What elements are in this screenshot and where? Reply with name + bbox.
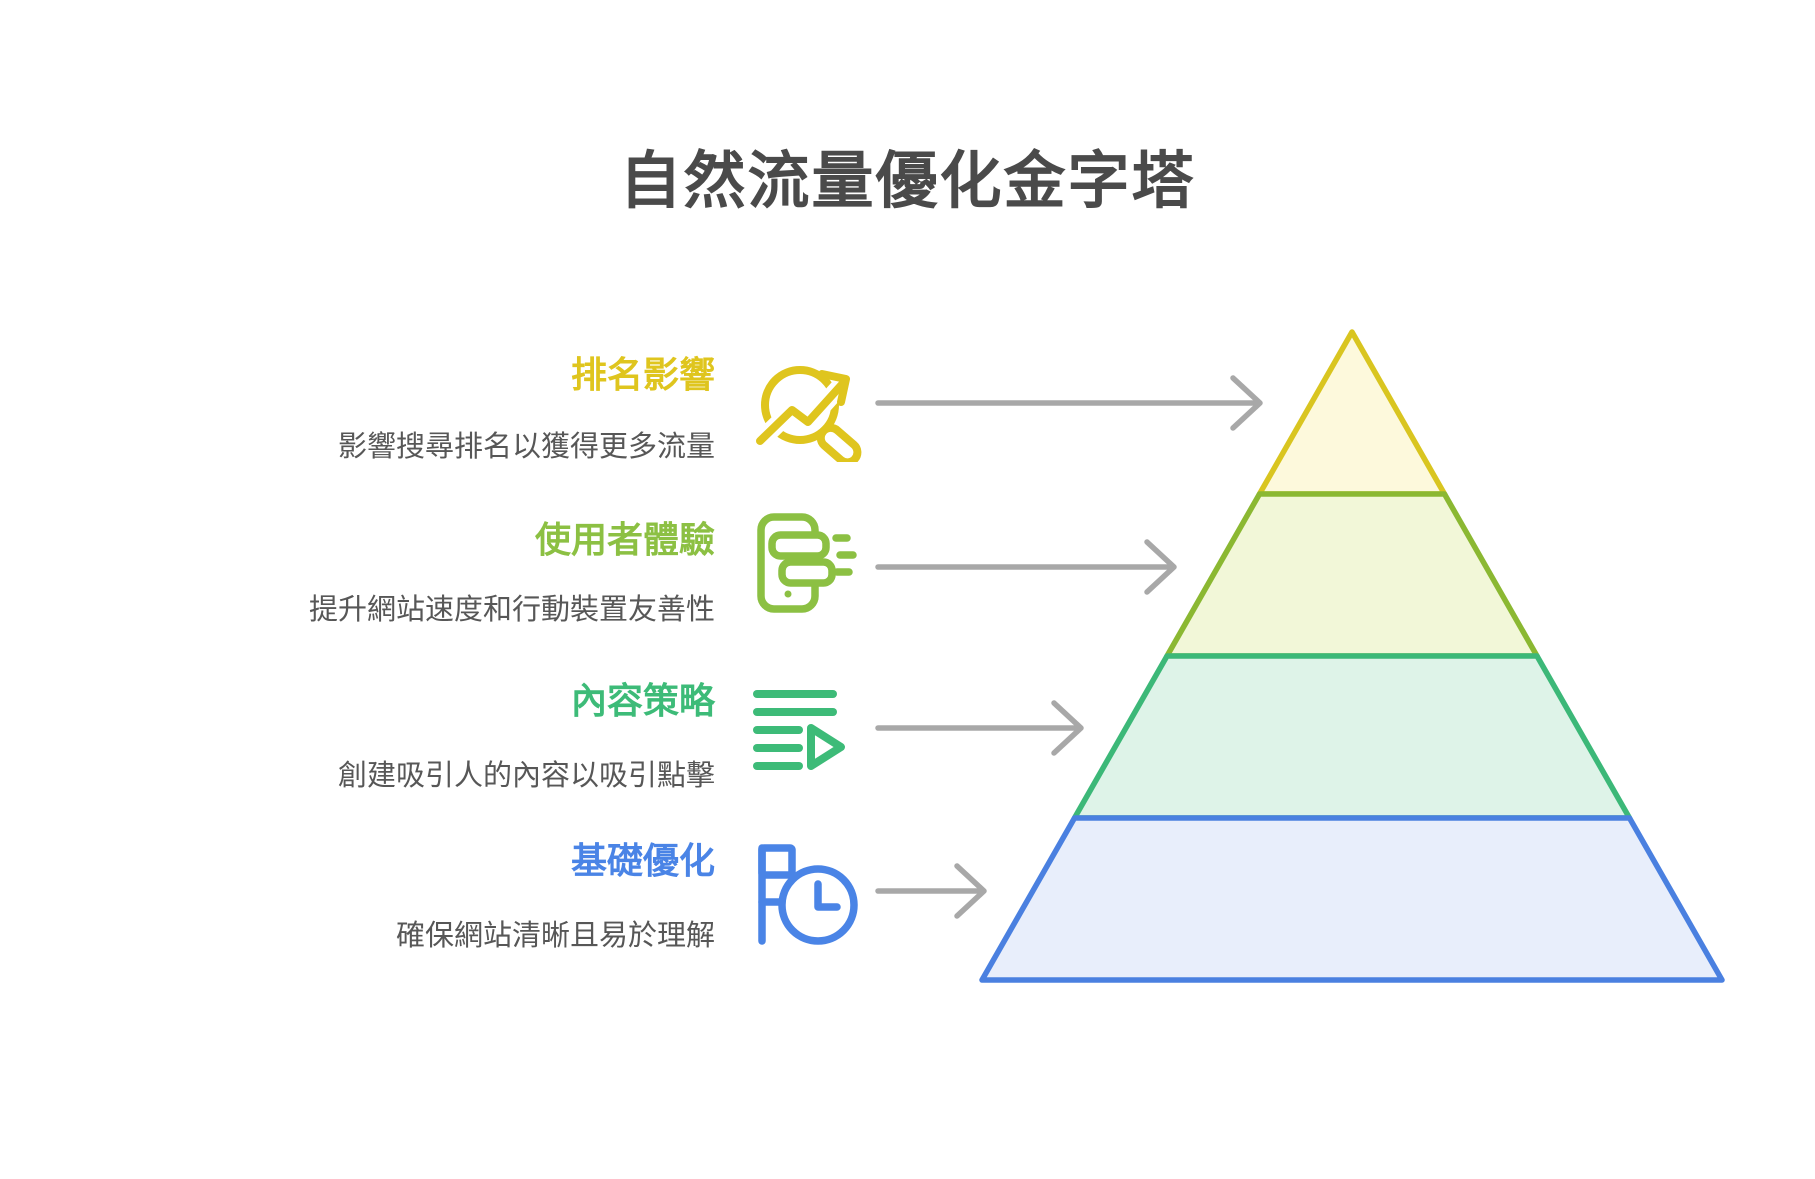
content-list-icon [748,681,858,791]
phone-speed-icon [748,510,858,620]
pyramid-band-user-experience [1164,491,1540,659]
level-label-content-strategy: 內容策略 [570,680,715,721]
pyramid-band-foundation-optimization [979,815,1725,983]
level-label-foundation-optimization: 基礎優化 [570,840,715,881]
page-title: 自然流量優化金字塔 [619,147,1196,216]
level-label-user-experience: 使用者體驗 [534,519,715,560]
arrow-content-strategy [875,700,1084,756]
search-trend-icon [752,352,862,462]
level-label-ranking-impact: 排名影響 [570,354,715,395]
level-desc-content-strategy: 創建吸引人的內容以吸引點擊 [337,760,715,792]
arrow-user-experience [875,539,1177,595]
level-desc-foundation-optimization: 確保網站清晰且易於理解 [395,920,715,952]
connector-arrows [875,375,1263,919]
pyramid-band-content-strategy [1071,653,1633,821]
doc-clock-icon [748,840,858,950]
level-desc-user-experience: 提升網站速度和行動裝置友善性 [308,594,715,626]
arrow-ranking-impact [875,375,1263,431]
arrow-foundation-optimization [875,863,987,919]
level-desc-ranking-impact: 影響搜尋排名以獲得更多流量 [337,431,715,463]
pyramid-band-ranking-impact [1256,329,1448,497]
